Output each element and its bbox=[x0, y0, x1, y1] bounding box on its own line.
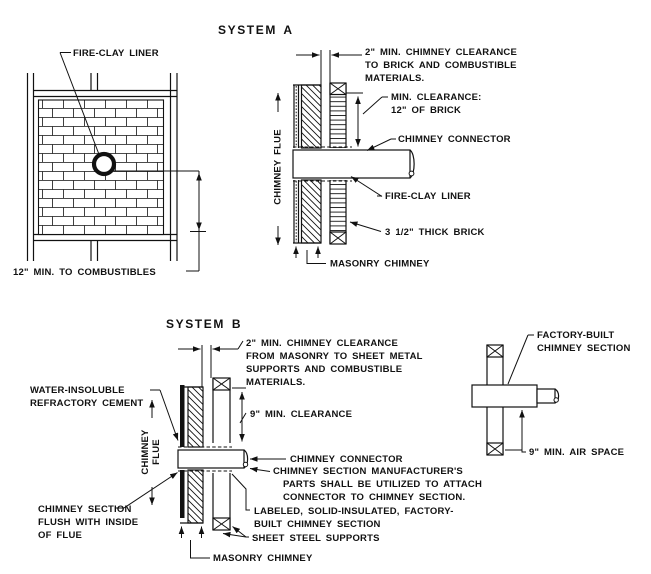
label-b-labeled-1: LABELED, SOLID-INSULATED, FACTORY- bbox=[254, 506, 454, 517]
label-factory-built-2: CHIMNEY SECTION bbox=[537, 343, 631, 354]
label-b-manufacturer-2: PARTS SHALL BE UTILIZED TO ATTACH bbox=[283, 479, 482, 490]
label-a-connector: CHIMNEY CONNECTOR bbox=[398, 134, 511, 145]
svg-text:CHIMNEY: CHIMNEY bbox=[140, 429, 151, 475]
label-a-clearance-2: TO BRICK AND COMBUSTIBLE bbox=[365, 60, 517, 71]
system-b-section-view bbox=[116, 340, 286, 559]
label-b-masonry: MASONRY CHIMNEY bbox=[213, 553, 313, 564]
label-b-manufacturer-3: CONNECTOR TO CHIMNEY SECTION. bbox=[283, 492, 465, 503]
system-a-section-view bbox=[275, 50, 415, 264]
label-b-refractory-1: WATER-INSOLUBLE bbox=[30, 385, 125, 396]
system-b-title: SYSTEM B bbox=[166, 317, 242, 331]
label-a-clearance-1: 2" MIN. CHIMNEY CLEARANCE bbox=[365, 47, 517, 58]
label-b-flush-3: OF FLUE bbox=[38, 530, 82, 541]
cross-brace-box-detail bbox=[486, 344, 504, 456]
label-a-brick-clearance-2: 12" OF BRICK bbox=[391, 105, 461, 116]
chimney-connector-pipe bbox=[292, 149, 415, 179]
label-a-liner: FIRE-CLAY LINER bbox=[385, 191, 471, 202]
label-b-clearance-3: SUPPORTS AND COMBUSTIBLE bbox=[246, 364, 402, 375]
label-a-brick-clearance-1: MIN. CLEARANCE: bbox=[391, 92, 482, 103]
label-chimney-flue-b: CHIMNEY FLUE bbox=[140, 429, 162, 475]
cross-brace-box bbox=[329, 82, 347, 245]
label-b-flush-1: CHIMNEY SECTION bbox=[38, 504, 132, 515]
label-b-clearance-1: 2" MIN. CHIMNEY CLEARANCE bbox=[246, 338, 398, 349]
chimney-connector-pipe-b bbox=[177, 449, 249, 469]
sheet-steel-support-box bbox=[212, 377, 231, 531]
svg-text:FLUE: FLUE bbox=[151, 439, 162, 465]
label-b-flush-2: FLUSH WITH INSIDE bbox=[38, 517, 138, 528]
flue-liner-strip bbox=[180, 385, 185, 447]
label-chimney-flue-a: CHIMNEY FLUE bbox=[273, 129, 284, 204]
label-fire-clay-liner-plan: FIRE-CLAY LINER bbox=[73, 48, 159, 59]
system-a-plan-view bbox=[26, 52, 206, 272]
label-b-clearance-2: FROM MASONRY TO SHEET METAL bbox=[246, 351, 423, 362]
label-a-clearance-3: MATERIALS. bbox=[365, 73, 424, 84]
label-b-refractory-2: REFRACTORY CEMENT bbox=[30, 398, 143, 409]
label-a-thick-brick: 3 1/2" THICK BRICK bbox=[385, 227, 485, 238]
label-factory-built-1: FACTORY-BUILT bbox=[537, 330, 614, 341]
label-12in-combustibles: 12" MIN. TO COMBUSTIBLES bbox=[13, 267, 156, 278]
label-air-space: 9" MIN. AIR SPACE bbox=[529, 447, 624, 458]
label-a-masonry: MASONRY CHIMNEY bbox=[330, 259, 430, 270]
label-b-min-clearance: 9" MIN. CLEARANCE bbox=[250, 409, 352, 420]
system-a-title: SYSTEM A bbox=[218, 23, 294, 37]
label-b-labeled-2: BUILT CHIMNEY SECTION bbox=[254, 519, 381, 530]
label-b-connector: CHIMNEY CONNECTOR bbox=[290, 454, 403, 465]
label-b-sheet-steel: SHEET STEEL SUPPORTS bbox=[252, 533, 380, 544]
label-b-clearance-4: MATERIALS. bbox=[246, 377, 305, 388]
factory-built-detail bbox=[471, 334, 560, 456]
flue-liner-circle bbox=[91, 151, 117, 177]
label-b-manufacturer-1: CHIMNEY SECTION MANUFACTURER'S bbox=[273, 466, 463, 477]
